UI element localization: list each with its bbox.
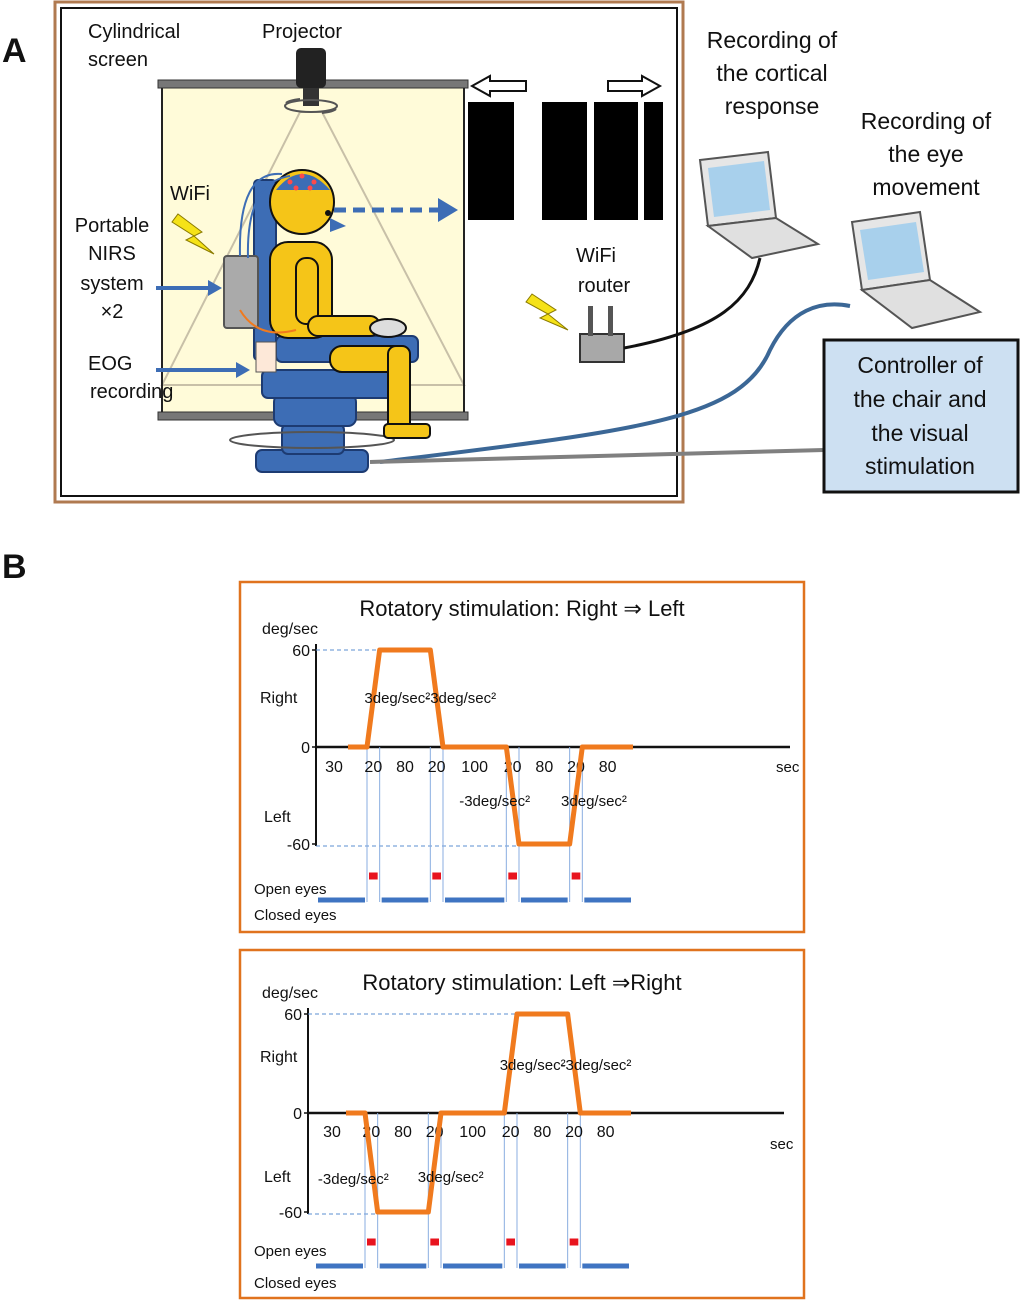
panel-a-letter: A bbox=[2, 32, 27, 70]
phase-duration-label: 20 bbox=[428, 759, 446, 776]
y-axis-unit: deg/sec bbox=[262, 621, 318, 638]
label-controller-4: stimulation bbox=[865, 453, 975, 479]
laptop-cortical-icon bbox=[698, 150, 821, 260]
phase-duration-label: 20 bbox=[502, 1124, 520, 1141]
acceleration-label: 3deg/sec² bbox=[561, 793, 627, 810]
label-eye-2: the eye bbox=[888, 141, 963, 167]
direction-label-left: Left bbox=[264, 809, 291, 826]
label-controller-1: Controller of bbox=[857, 352, 983, 378]
phase-duration-label: 80 bbox=[533, 1124, 551, 1141]
direction-label-right: Right bbox=[260, 1049, 298, 1066]
label-controller-2: the chair and bbox=[854, 386, 987, 412]
chart-frame bbox=[238, 948, 806, 1300]
label-wifi-router-2: router bbox=[578, 275, 631, 297]
label-cylindrical-screen-1: Cylindrical bbox=[88, 21, 180, 43]
projector-icon bbox=[284, 48, 338, 113]
pointer-arrows bbox=[156, 280, 250, 378]
stripe-direction-arrows bbox=[469, 74, 663, 98]
closed-eyes-label: Closed eyes bbox=[254, 1275, 337, 1292]
acceleration-label: -3deg/sec² bbox=[459, 793, 530, 810]
label-cylindrical-screen-2: screen bbox=[88, 49, 148, 71]
velocity-profile-line bbox=[346, 1011, 631, 1215]
x-axis-unit: sec bbox=[770, 1136, 794, 1153]
label-times-two: ×2 bbox=[101, 301, 124, 323]
acceleration-label: -3deg/sec² bbox=[561, 1057, 632, 1074]
phase-duration-label: 20 bbox=[364, 759, 382, 776]
phase-duration-label: 30 bbox=[323, 1124, 341, 1141]
screen-rotation-arrow-icon bbox=[285, 98, 337, 114]
label-recording: recording bbox=[90, 381, 173, 403]
chart-frame bbox=[238, 580, 806, 934]
label-cortical-1: Recording of bbox=[707, 27, 838, 53]
chart-title: Rotatory stimulation: Right ⇒ Left bbox=[359, 596, 684, 621]
label-nirs: NIRS bbox=[88, 243, 136, 265]
acceleration-label: -3deg/sec² bbox=[318, 1171, 389, 1188]
y-tick-label: 0 bbox=[293, 1106, 302, 1123]
label-projector: Projector bbox=[262, 21, 342, 43]
room-frame-inner bbox=[60, 7, 678, 497]
direction-label-right: Right bbox=[260, 690, 298, 707]
acceleration-label: 3deg/sec² bbox=[418, 1169, 484, 1186]
direction-label-left: Left bbox=[264, 1169, 291, 1186]
chart-title: Rotatory stimulation: Left ⇒Right bbox=[362, 970, 681, 995]
chart-left-to-right: Rotatory stimulation: Left ⇒Right deg/sec… bbox=[238, 948, 806, 1300]
phase-duration-label: 80 bbox=[394, 1124, 412, 1141]
label-cortical-3: response bbox=[725, 93, 820, 119]
panel-b-letter: B bbox=[2, 548, 27, 586]
y-tick-label: 60 bbox=[292, 643, 310, 660]
label-controller-3: the visual bbox=[871, 420, 968, 446]
router-to-laptop-cable bbox=[623, 257, 762, 350]
laptop-eye-movement-icon bbox=[850, 210, 983, 330]
phase-duration-label: 80 bbox=[396, 759, 414, 776]
label-eog: EOG bbox=[88, 353, 132, 375]
visual-stimulus-stripes bbox=[468, 102, 663, 220]
label-eye-1: Recording of bbox=[861, 108, 992, 134]
acceleration-label: 3deg/sec² bbox=[500, 1057, 566, 1074]
controller-box bbox=[822, 338, 1020, 494]
y-axis-unit: deg/sec bbox=[262, 985, 318, 1002]
router-signal-icon bbox=[525, 293, 569, 331]
wifi-router-icon bbox=[579, 306, 625, 363]
y-tick-label: -60 bbox=[279, 1205, 302, 1222]
phase-duration-label: 100 bbox=[461, 759, 488, 776]
phase-duration-label: 80 bbox=[535, 759, 553, 776]
chart-right-to-left: Rotatory stimulation: Right ⇒ Left deg/se… bbox=[238, 580, 806, 934]
label-wifi: WiFi bbox=[170, 183, 210, 205]
y-tick-label: 0 bbox=[301, 740, 310, 757]
label-system: system bbox=[80, 273, 143, 295]
label-wifi-router-1: WiFi bbox=[576, 245, 616, 267]
phase-duration-label: 80 bbox=[599, 759, 617, 776]
y-tick-label: 60 bbox=[284, 1007, 302, 1024]
phase-duration-label: 20 bbox=[565, 1124, 583, 1141]
subject-figure-icon bbox=[223, 169, 431, 473]
velocity-profile-line bbox=[348, 647, 633, 847]
closed-eyes-label: Closed eyes bbox=[254, 907, 337, 924]
label-cortical-2: the cortical bbox=[716, 60, 827, 86]
wifi-signal-icon bbox=[171, 213, 215, 255]
open-eyes-label: Open eyes bbox=[254, 881, 327, 898]
y-tick-label: -60 bbox=[287, 837, 310, 854]
controller-to-chair-cable bbox=[369, 448, 825, 464]
phase-duration-label: 30 bbox=[325, 759, 343, 776]
acceleration-label: 3deg/sec² bbox=[364, 690, 430, 707]
label-eye-3: movement bbox=[872, 174, 980, 200]
x-axis-unit: sec bbox=[776, 759, 800, 776]
open-eyes-label: Open eyes bbox=[254, 1243, 327, 1260]
phase-duration-label: 100 bbox=[459, 1124, 486, 1141]
label-portable: Portable bbox=[75, 215, 150, 237]
phase-duration-label: 80 bbox=[597, 1124, 615, 1141]
controller-to-laptop-cable bbox=[379, 302, 851, 464]
gaze-arrow-head bbox=[438, 198, 458, 222]
acceleration-label: -3deg/sec² bbox=[425, 690, 496, 707]
